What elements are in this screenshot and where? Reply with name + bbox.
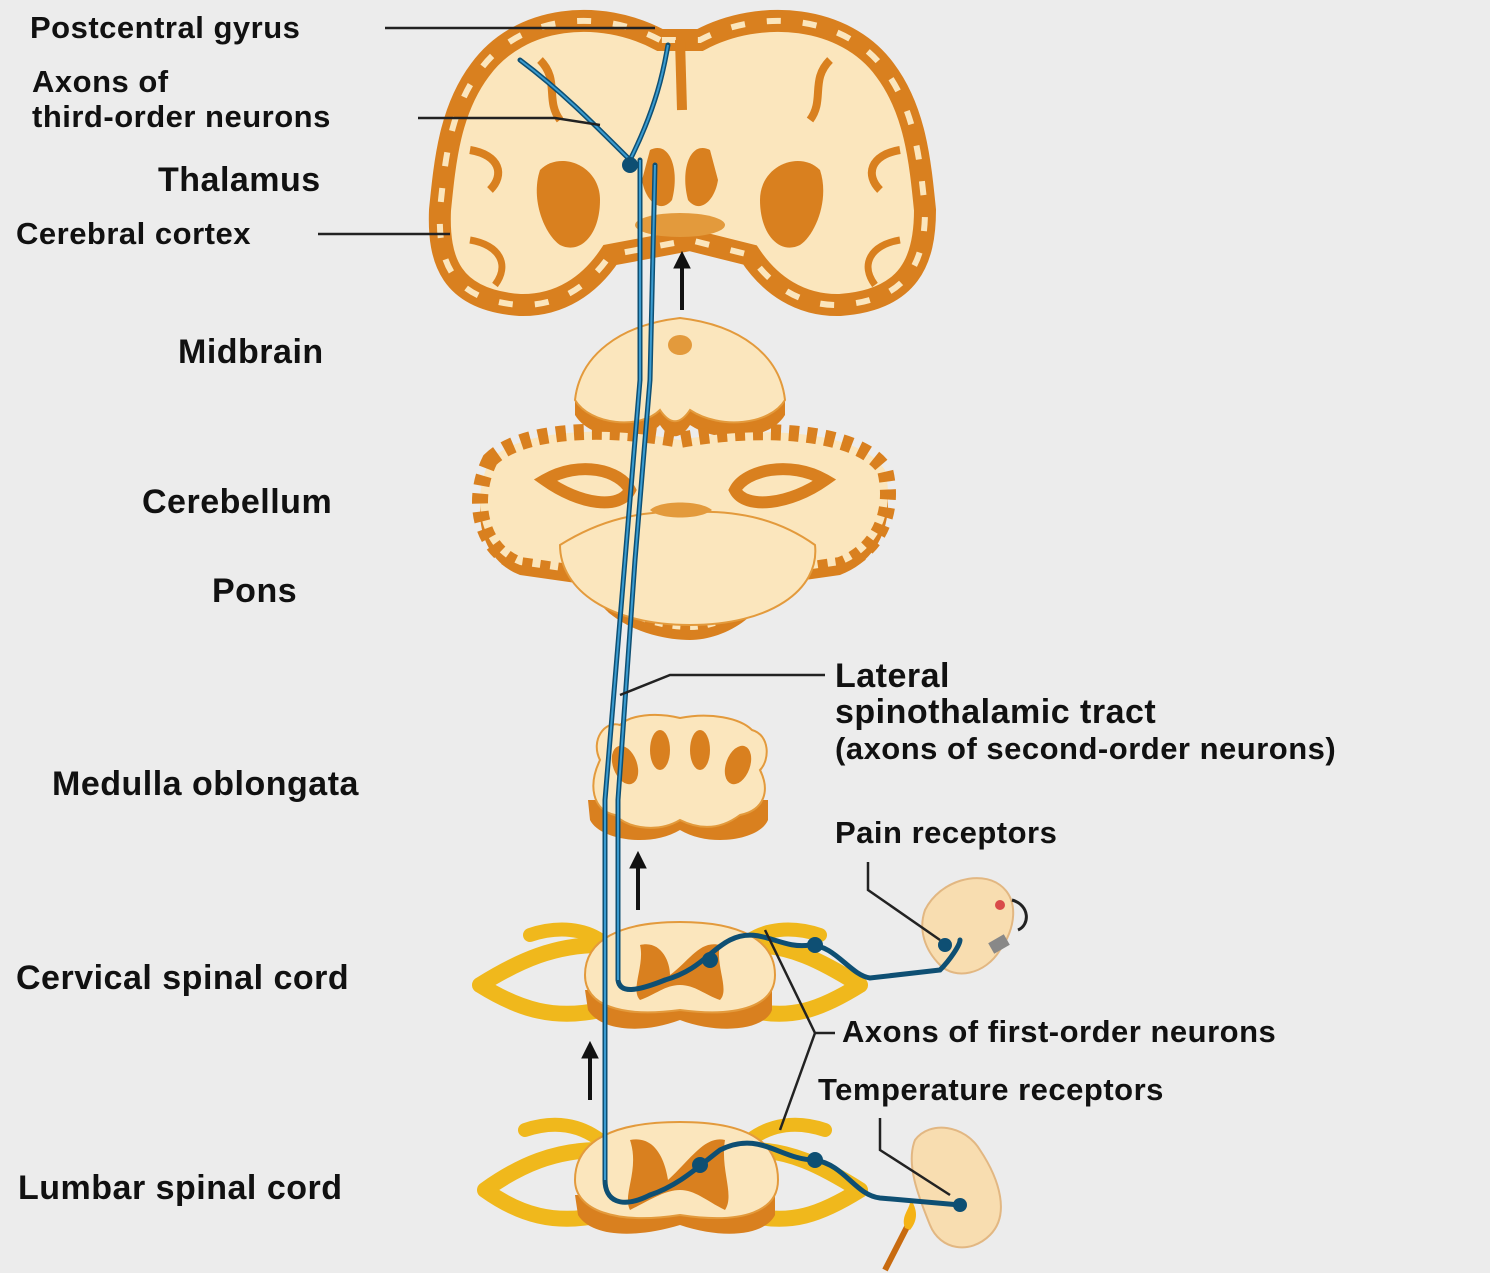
label-axons-third-order-line1: Axons of [32,64,169,100]
label-cervical-spinal-cord: Cervical spinal cord [16,960,349,996]
label-postcentral-gyrus: Postcentral gyrus [30,10,300,46]
label-lateral-spinothalamic-line2: spinothalamic tract [835,694,1156,730]
medulla-section [588,715,768,840]
lumbar-cord-section [485,1122,860,1234]
label-thalamus: Thalamus [158,162,321,198]
midbrain-section [575,318,785,437]
label-axons-first-order: Axons of first-order neurons [842,1014,1276,1050]
label-temperature-receptors: Temperature receptors [818,1072,1164,1108]
label-pons: Pons [212,573,297,609]
cerebellum-pons-section [480,432,888,640]
label-medulla-oblongata: Medulla oblongata [52,766,359,802]
label-lateral-spinothalamic-line3: (axons of second-order neurons) [835,731,1336,767]
hand-pain-receptor [922,878,1026,973]
label-lateral-spinothalamic-line1: Lateral [835,658,950,694]
label-lumbar-spinal-cord: Lumbar spinal cord [18,1170,343,1206]
cervical-cord-section [480,922,860,1029]
label-pain-receptors: Pain receptors [835,815,1057,851]
label-cerebral-cortex: Cerebral cortex [16,216,251,252]
label-midbrain: Midbrain [178,334,324,370]
label-axons-third-order-line2: third-order neurons [32,99,331,135]
label-cerebellum: Cerebellum [142,484,332,520]
